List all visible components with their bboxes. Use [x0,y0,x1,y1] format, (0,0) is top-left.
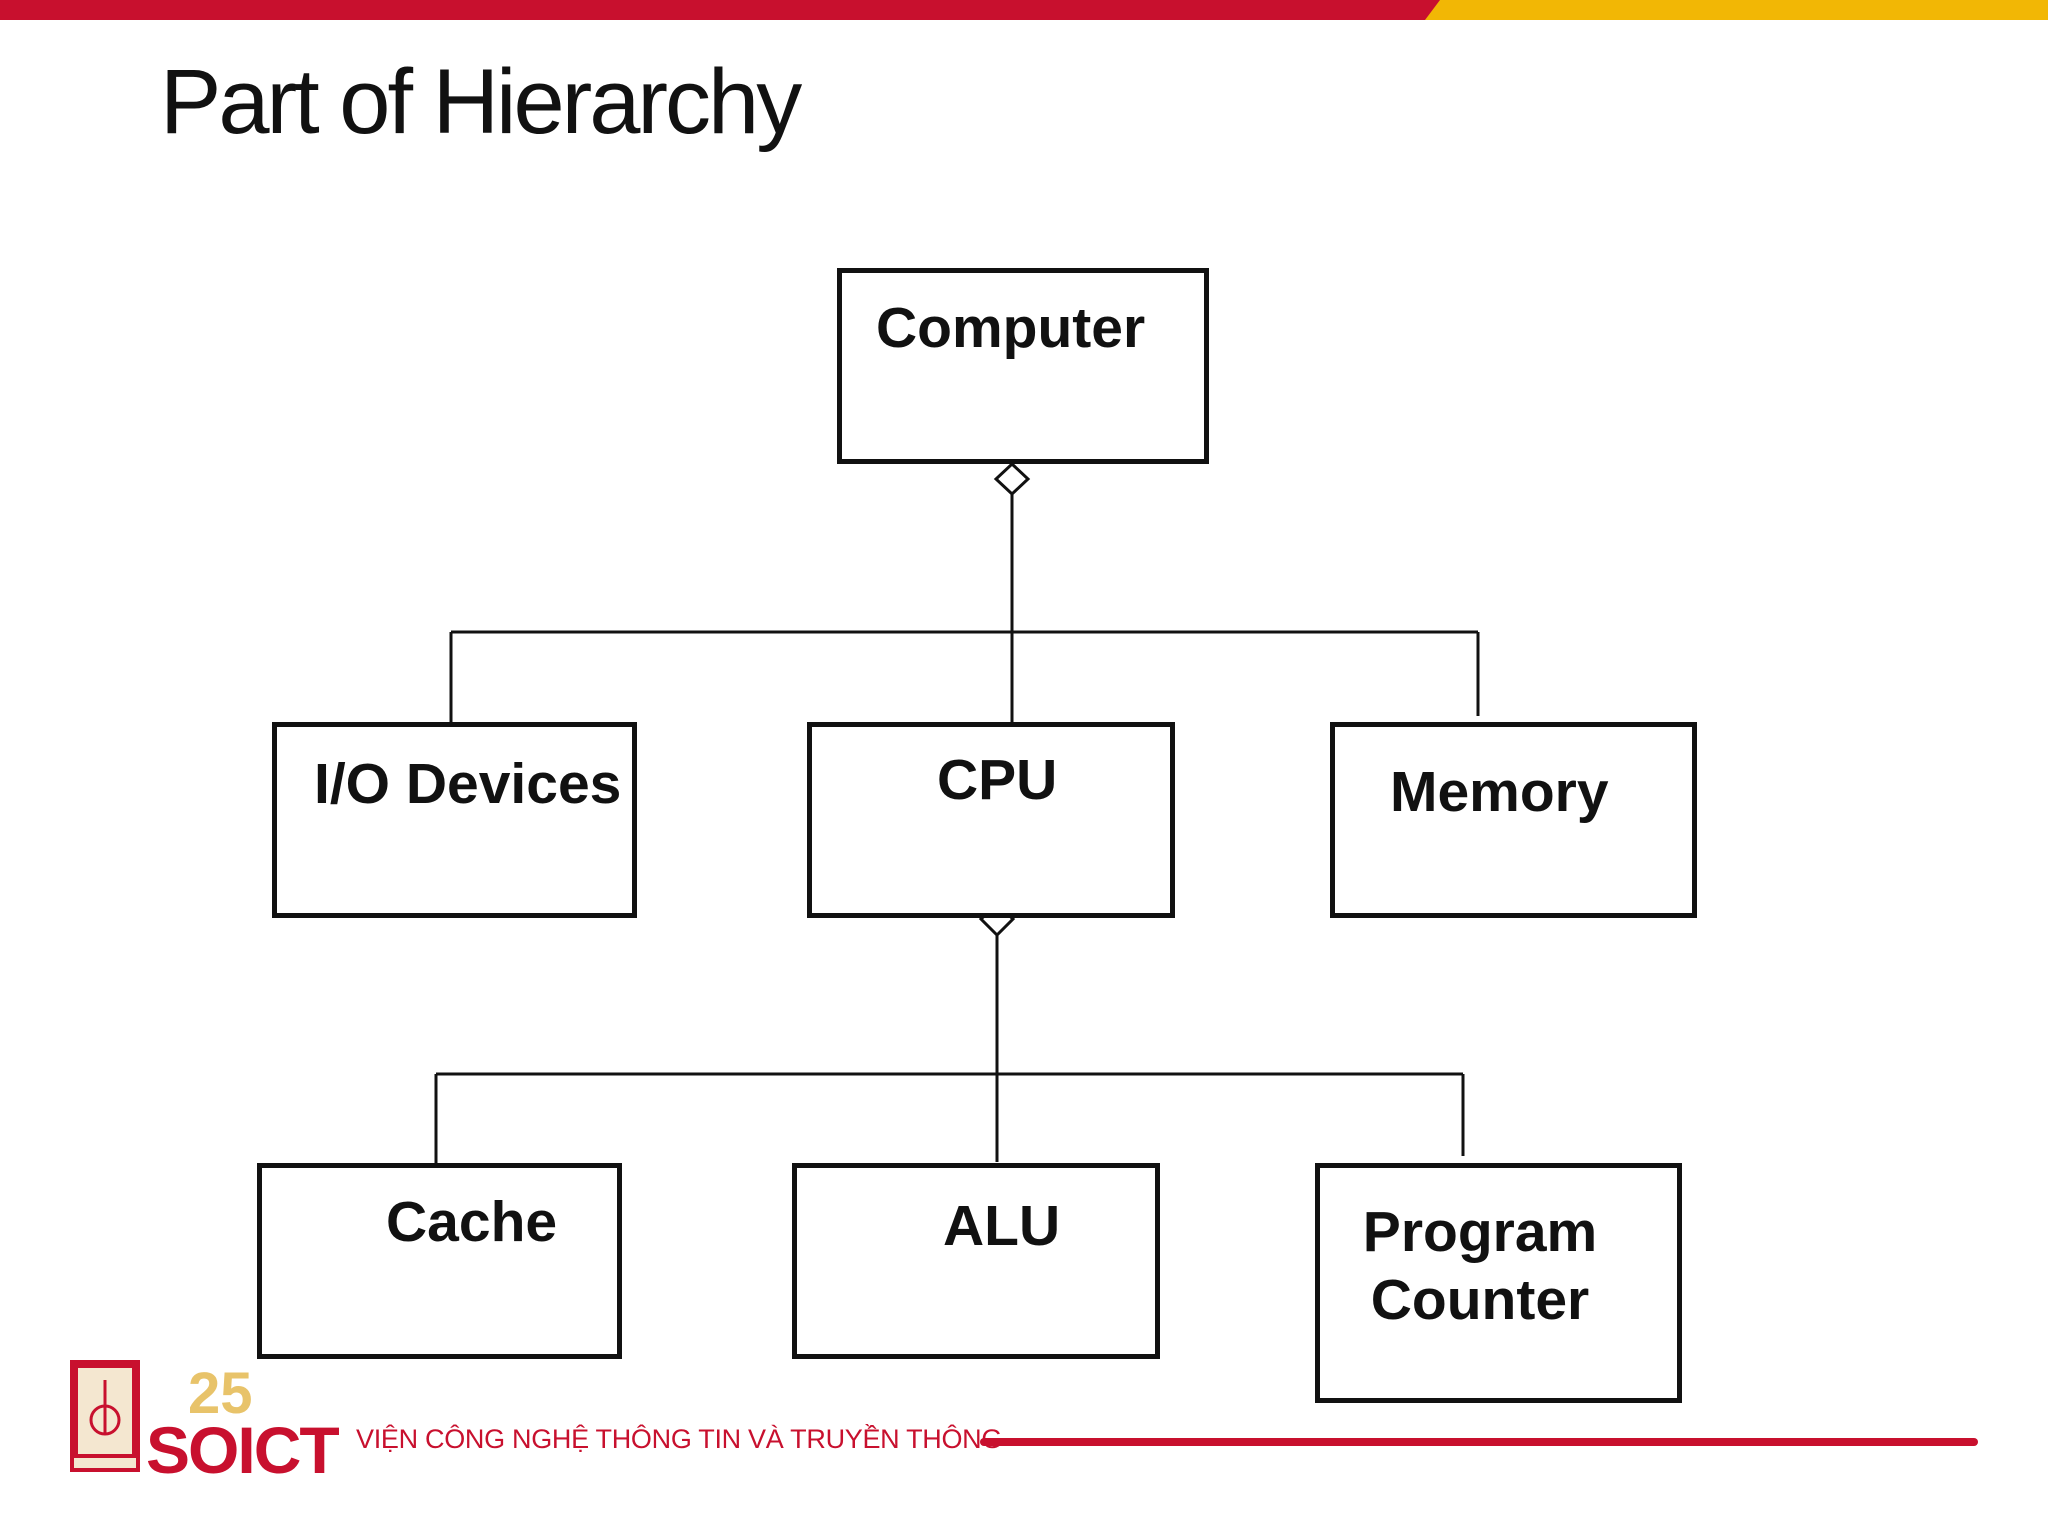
node-io-devices [272,722,637,918]
node-memory-label: Memory [1390,760,1609,824]
node-computer [837,268,1209,464]
footer-divider [980,1438,1978,1446]
node-alu-label: ALU [943,1194,1061,1258]
node-cache-label: Cache [386,1190,558,1254]
institute-logo [70,1360,146,1481]
logo-anniversary-badge: 25 [188,1361,253,1426]
node-cpu-label: CPU [937,748,1058,812]
top-accent-bar [0,0,2048,20]
logo-wordmark: SOICT [146,1413,340,1487]
slide-title: Part of Hierarchy [160,51,802,153]
node-memory [1330,722,1697,918]
node-program-counter [1315,1163,1682,1403]
institute-name: VIỆN CÔNG NGHỆ THÔNG TIN VÀ TRUYỀN THÔNG [356,1424,1003,1454]
node-cpu [807,722,1175,918]
node-program-counter-label: Program Counter [1362,1200,1598,1332]
node-alu [792,1163,1160,1359]
node-io-devices-label: I/O Devices [314,752,622,816]
node-cache [257,1163,622,1359]
aggregation-diamond [993,461,1031,497]
node-computer-label: Computer [876,296,1146,360]
